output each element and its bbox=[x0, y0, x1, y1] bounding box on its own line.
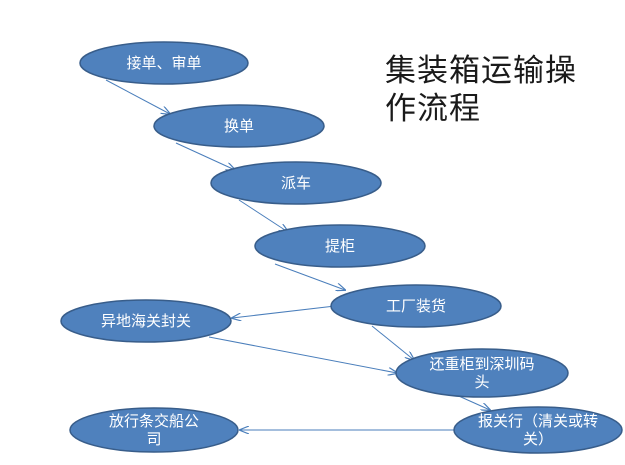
node-label: 报关行（清关或转关） bbox=[478, 412, 599, 448]
node-shape-n1 bbox=[79, 41, 249, 85]
node-label: 还重柜到深圳码头 bbox=[429, 355, 535, 391]
node-label: 换单 bbox=[223, 117, 254, 135]
arrow-n3-to-n4 bbox=[238, 199, 288, 232]
node-n5: 工厂装货 bbox=[331, 285, 501, 327]
node-label: 放行条交船公司 bbox=[108, 412, 199, 448]
edge-layer bbox=[105, 79, 490, 430]
node-label: 派车 bbox=[280, 174, 311, 192]
node-n1: 接单、审单 bbox=[80, 42, 248, 84]
arrow-n2-to-n3 bbox=[175, 142, 235, 170]
node-label: 提柜 bbox=[324, 237, 355, 255]
node-label: 异地海关封关 bbox=[100, 312, 191, 330]
node-layer bbox=[60, 41, 623, 454]
arrow-n6-to-n7 bbox=[208, 336, 397, 373]
node-n6: 异地海关封关 bbox=[61, 300, 231, 342]
diagram-title: 集装箱运输操作流程 bbox=[385, 53, 577, 127]
arrow-n4-to-n5 bbox=[274, 263, 345, 290]
node-shape-n9 bbox=[69, 407, 239, 453]
node-shape-n2 bbox=[153, 104, 325, 148]
node-label: 接单、审单 bbox=[126, 54, 202, 72]
node-n7: 还重柜到深圳码头 bbox=[396, 349, 568, 397]
arrow-n1-to-n2 bbox=[105, 79, 170, 114]
node-label: 工厂装货 bbox=[385, 297, 446, 315]
node-n2: 换单 bbox=[154, 105, 324, 147]
node-shape-n3 bbox=[210, 161, 382, 205]
node-n4: 提柜 bbox=[255, 225, 425, 267]
node-n3: 派车 bbox=[211, 162, 381, 204]
node-shape-n7 bbox=[395, 348, 569, 398]
arrow-n5-to-n6 bbox=[232, 305, 336, 318]
node-shape-n4 bbox=[254, 224, 426, 268]
node-shape-n8 bbox=[453, 406, 623, 454]
arrow-n5-to-n7 bbox=[371, 325, 414, 360]
node-n8: 报关行（清关或转关） bbox=[454, 407, 622, 453]
node-shape-n6 bbox=[60, 299, 232, 343]
node-shape-n5 bbox=[330, 284, 502, 328]
node-n9: 放行条交船公司 bbox=[70, 408, 238, 452]
